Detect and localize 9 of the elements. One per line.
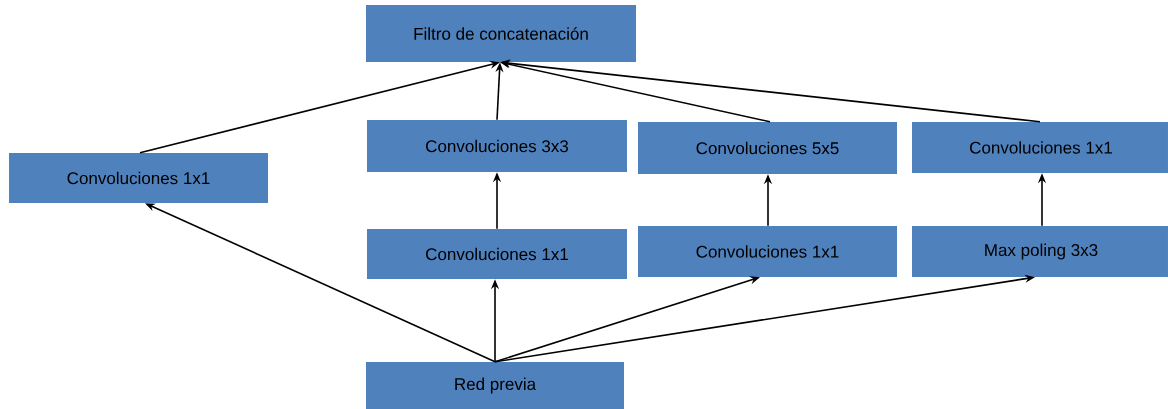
process-box: Convoluciones 1x1 [9, 153, 268, 203]
process-box: Filtro de concatenación [366, 5, 636, 62]
process-box: Max poling 3x3 [912, 226, 1168, 277]
process-box: Convoluciones 1x1 [638, 226, 897, 277]
process-box: Convoluciones 1x1 [912, 122, 1168, 173]
process-box: Red previa [366, 362, 624, 409]
process-box: Convoluciones 1x1 [367, 229, 627, 279]
process-box: Convoluciones 3x3 [367, 120, 627, 172]
process-box: Convoluciones 5x5 [638, 122, 897, 174]
